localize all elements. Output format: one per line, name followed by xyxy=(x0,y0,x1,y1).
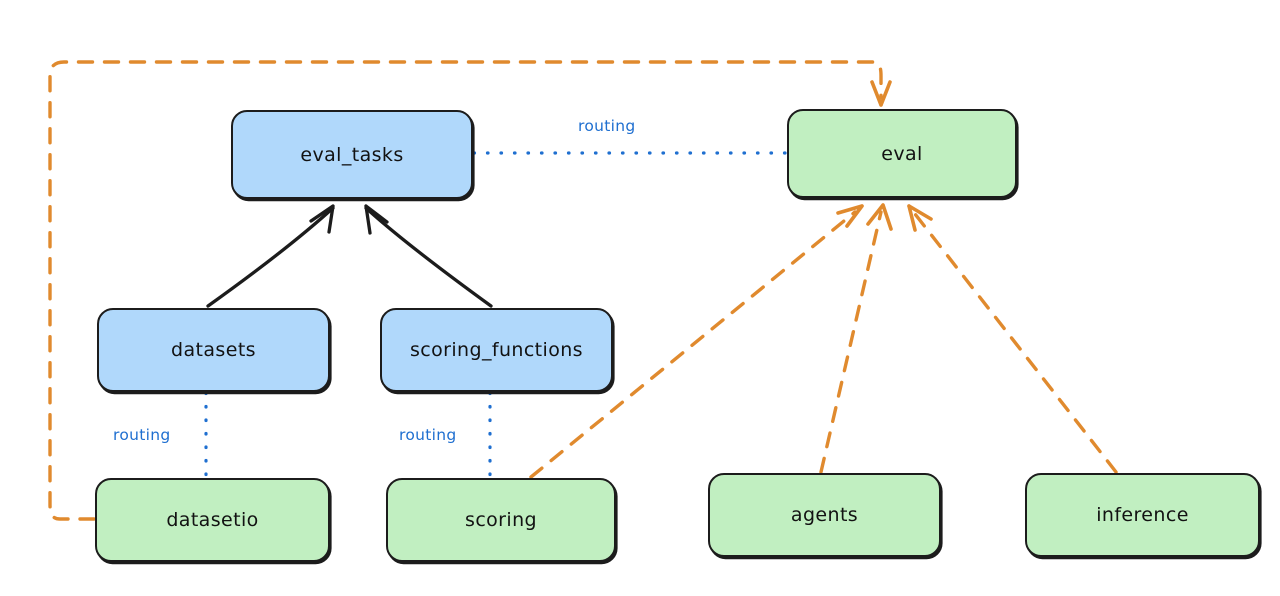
node-label-eval-tasks: eval_tasks xyxy=(300,143,404,166)
node-label-datasetio: datasetio xyxy=(166,509,259,531)
edge-label-routing-datasets: routing xyxy=(113,426,171,444)
node-agents[interactable]: agents xyxy=(708,473,941,557)
node-eval-tasks[interactable]: eval_tasks xyxy=(231,110,473,199)
node-eval[interactable]: eval xyxy=(787,109,1017,198)
node-label-scoring: scoring xyxy=(465,509,537,531)
node-label-inference: inference xyxy=(1096,504,1189,526)
node-label-scoring-functions: scoring_functions xyxy=(410,339,583,361)
node-datasetio[interactable]: datasetio xyxy=(95,478,330,562)
edge-inference-eval xyxy=(907,204,1118,474)
edge-datasets-eval-tasks xyxy=(206,204,335,308)
edge-label-routing-scoring-functions: routing xyxy=(399,426,457,444)
edge-scoring-functions-eval-tasks xyxy=(364,204,493,308)
node-label-datasets: datasets xyxy=(171,339,256,361)
edge-agents-eval xyxy=(819,203,893,474)
node-label-eval: eval xyxy=(881,142,923,165)
node-label-agents: agents xyxy=(790,504,859,526)
node-scoring-functions[interactable]: scoring_functions xyxy=(380,308,613,392)
node-scoring[interactable]: scoring xyxy=(386,478,616,562)
edge-label-routing-eval-tasks: routing xyxy=(578,117,636,135)
node-inference[interactable]: inference xyxy=(1025,473,1260,557)
node-datasets[interactable]: datasets xyxy=(97,308,330,392)
